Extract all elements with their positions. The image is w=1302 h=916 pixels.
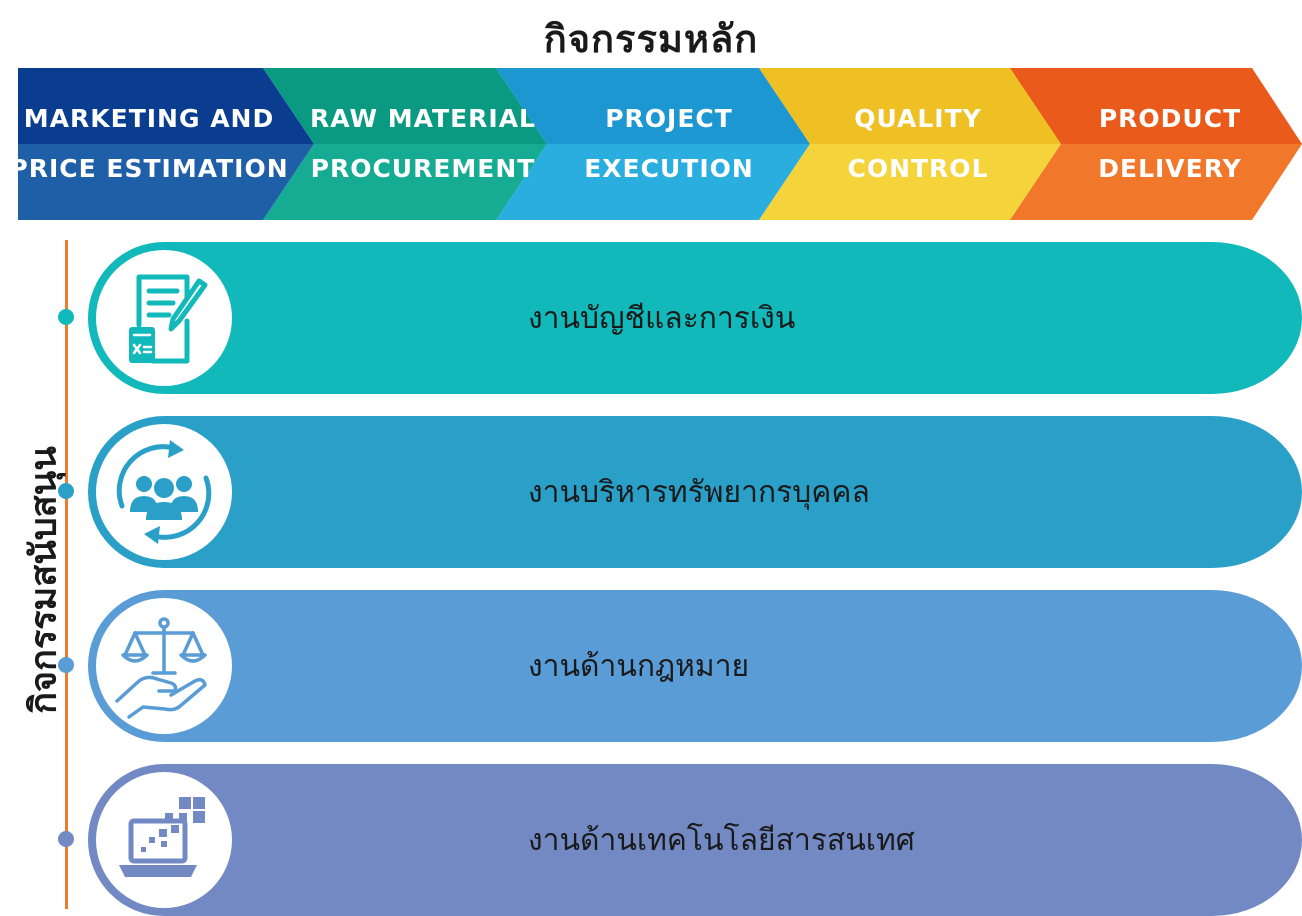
chevron-label-project-execution: PROJECT EXECUTION bbox=[546, 68, 792, 220]
chevron-label-quality-control: QUALITY CONTROL bbox=[808, 68, 1028, 220]
chevron-line1: MARKETING AND bbox=[23, 104, 275, 133]
support-item-label: งานด้านกฎหมาย bbox=[528, 648, 750, 684]
support-item-human-resources: งานบริหารทรัพยากรบุคคล bbox=[88, 416, 1302, 568]
chevron-line1: QUALITY bbox=[854, 104, 982, 133]
support-activities-title: กิจกรรมสนับสนุน bbox=[23, 446, 65, 714]
accounting-icon bbox=[96, 250, 232, 386]
chevron-label-product-delivery: PRODUCT DELIVERY bbox=[1060, 68, 1280, 220]
it-laptop-icon bbox=[96, 772, 232, 908]
human-resources-icon bbox=[96, 424, 232, 560]
chevron-line1: PRODUCT bbox=[1098, 104, 1242, 133]
support-timeline-line bbox=[65, 240, 68, 909]
chevron-line2: CONTROL bbox=[847, 154, 989, 183]
support-item-it: งานด้านเทคโนโลยีสารสนเทศ bbox=[88, 764, 1302, 916]
support-item-label: งานบริหารทรัพยากรบุคคล bbox=[528, 474, 870, 510]
chevron-marketing bbox=[18, 68, 314, 220]
timeline-dot bbox=[58, 657, 74, 673]
chevron-line1: PROJECT bbox=[605, 104, 733, 133]
chevron-label-marketing: MARKETING AND PRICE ESTIMATION bbox=[9, 68, 287, 220]
timeline-dot bbox=[58, 483, 74, 499]
main-activities-title: กิจกรรมหลัก bbox=[543, 17, 759, 61]
timeline-dot bbox=[58, 309, 74, 325]
law-scale-icon bbox=[96, 598, 232, 734]
timeline-dot bbox=[58, 831, 74, 847]
chevron-product-delivery bbox=[1010, 68, 1302, 220]
chevron-quality-control bbox=[759, 68, 1061, 220]
main-activities-chevrons: MARKETING AND PRICE ESTIMATION RAW MATER… bbox=[9, 68, 1302, 220]
chevron-line1: RAW MATERIAL bbox=[309, 104, 536, 133]
chevron-line2: PROCUREMENT bbox=[310, 154, 536, 183]
support-item-label: งานด้านเทคโนโลยีสารสนเทศ bbox=[528, 822, 915, 858]
chevron-project-execution bbox=[496, 68, 810, 220]
chevron-line2: PRICE ESTIMATION bbox=[9, 154, 289, 183]
support-item-law: งานด้านกฎหมาย bbox=[88, 590, 1302, 742]
support-item-accounting: งานบัญชีและการเงิน bbox=[88, 242, 1302, 394]
chevron-raw-material bbox=[263, 68, 547, 220]
support-item-label: งานบัญชีและการเงิน bbox=[528, 300, 796, 336]
chevron-line2: EXECUTION bbox=[584, 154, 754, 183]
chevron-label-raw-material: RAW MATERIAL PROCUREMENT bbox=[308, 68, 538, 220]
chevron-line2: DELIVERY bbox=[1098, 154, 1242, 183]
